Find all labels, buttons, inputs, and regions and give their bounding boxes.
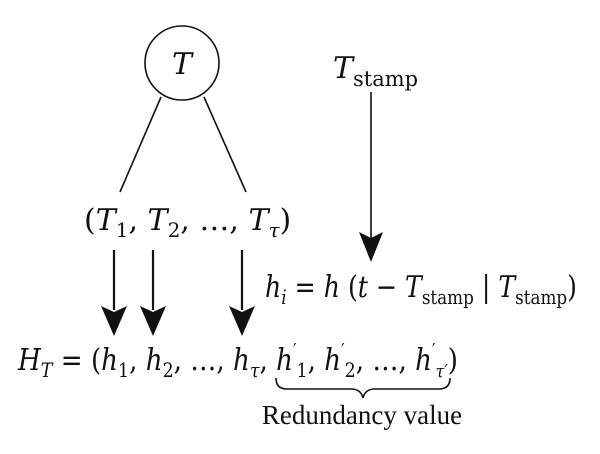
- tree-branch-left: [119, 96, 162, 193]
- timestamp-label: Tstamp: [333, 51, 418, 91]
- redundancy-brace: [275, 377, 451, 399]
- hash-arrow-1: [101, 250, 127, 336]
- tree-branch-right: [203, 96, 247, 193]
- result-hash-sequence: HT = (h1, h2, …, hτ, h′1, h′2, …, h′τ′): [17, 340, 458, 382]
- timestamp-arrow: [359, 92, 383, 262]
- hash-arrow-2: [140, 250, 166, 336]
- hash-arrow-tau: [229, 250, 255, 336]
- hash-formula: hi = h (t − Tstamp | Tstamp): [265, 270, 577, 309]
- redundancy-caption: Redundancy value: [262, 400, 462, 430]
- root-node-circle: [144, 25, 220, 101]
- root-node-label: T: [172, 47, 194, 82]
- subtree-tuple: (T1, T2, …, Tτ): [84, 203, 291, 242]
